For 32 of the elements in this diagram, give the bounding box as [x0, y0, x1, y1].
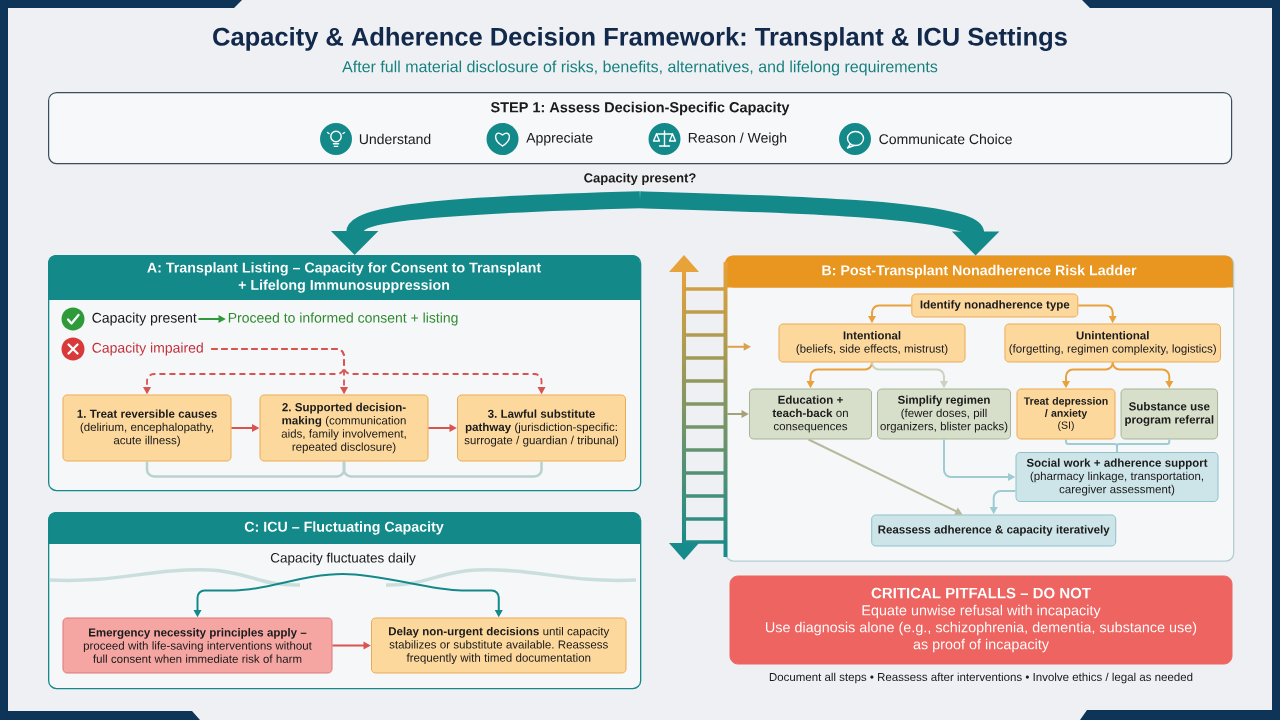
outcome-label: Proceed to informed consent + listing	[228, 312, 458, 326]
ladder	[669, 255, 726, 560]
process-box: Identify nonadherence type	[911, 293, 1079, 318]
process-box: Intentional (beliefs, side effects, mistrust)	[778, 323, 966, 363]
process-box: Reassess adherence & capacity iteratively	[871, 514, 1117, 547]
process-box: 3. Lawful substitute pathway (jurisdiction-specific: surrogate / guardian / tribunal)	[457, 394, 626, 462]
connector-line	[145, 461, 346, 478]
process-box: Delay non-urgent decisions until capacity stabilizes or substitute available. Reassess frequently with timed documentation	[371, 617, 627, 674]
status-label: Capacity present	[92, 312, 197, 326]
title: Capacity & Adherence Decision Framework: Transplant & ICU Settings	[213, 27, 1067, 51]
step-label: Understand	[359, 133, 431, 145]
process-box: Unintentional (forgetting, regimen complexity, logistics)	[1004, 323, 1221, 363]
step-label: Communicate Choice	[879, 133, 1012, 145]
process-box: 2. Supported decision-making (communication aids, family involvement, repeated disclosure)	[259, 394, 429, 462]
connector-line	[342, 461, 543, 478]
panel-header: C: ICU – Fluctuating Capacity	[48, 512, 640, 544]
process-box: Simplify regimen (fewer doses, pill organizers, blister packs)	[877, 388, 1011, 440]
note-label: Capacity fluctuates daily	[270, 552, 416, 566]
step-label: Appreciate	[526, 132, 593, 146]
process-box: Treat depression / anxiety (SI)	[1016, 388, 1116, 440]
process-box: Social work + adherence support (pharmacy linkage, transportation, caregiver assessment)	[1015, 452, 1219, 502]
process-box: Education + teach-back on consequences	[749, 388, 872, 440]
warning-box: CRITICAL PITFALLS – DO NOT Equate unwise refusal with incapacity Use diagnosis alone (e.g., schizophrenia, dementia, substance use) as proof of incapacity	[729, 575, 1233, 665]
step-label: Reason / Weigh	[688, 132, 787, 146]
process-box: Emergency necessity principles apply – proceed with life-saving interventions without full consent when immediate risk of harm	[62, 617, 333, 674]
process-box: 1. Treat reversible causes (delirium, encephalopathy, acute illness)	[62, 394, 232, 462]
connector-line	[1116, 438, 1171, 453]
status-label: Capacity impaired	[92, 342, 203, 356]
process-box: Substance use program referral	[1120, 388, 1219, 440]
question-label: Capacity present?	[584, 172, 696, 186]
panel-header: B: Post-Transplant Nonadherence Risk Ladder	[725, 255, 1233, 288]
subtitle: After full material disclosure of risks, benefits, alternatives, and lifelong requirements	[342, 60, 938, 76]
